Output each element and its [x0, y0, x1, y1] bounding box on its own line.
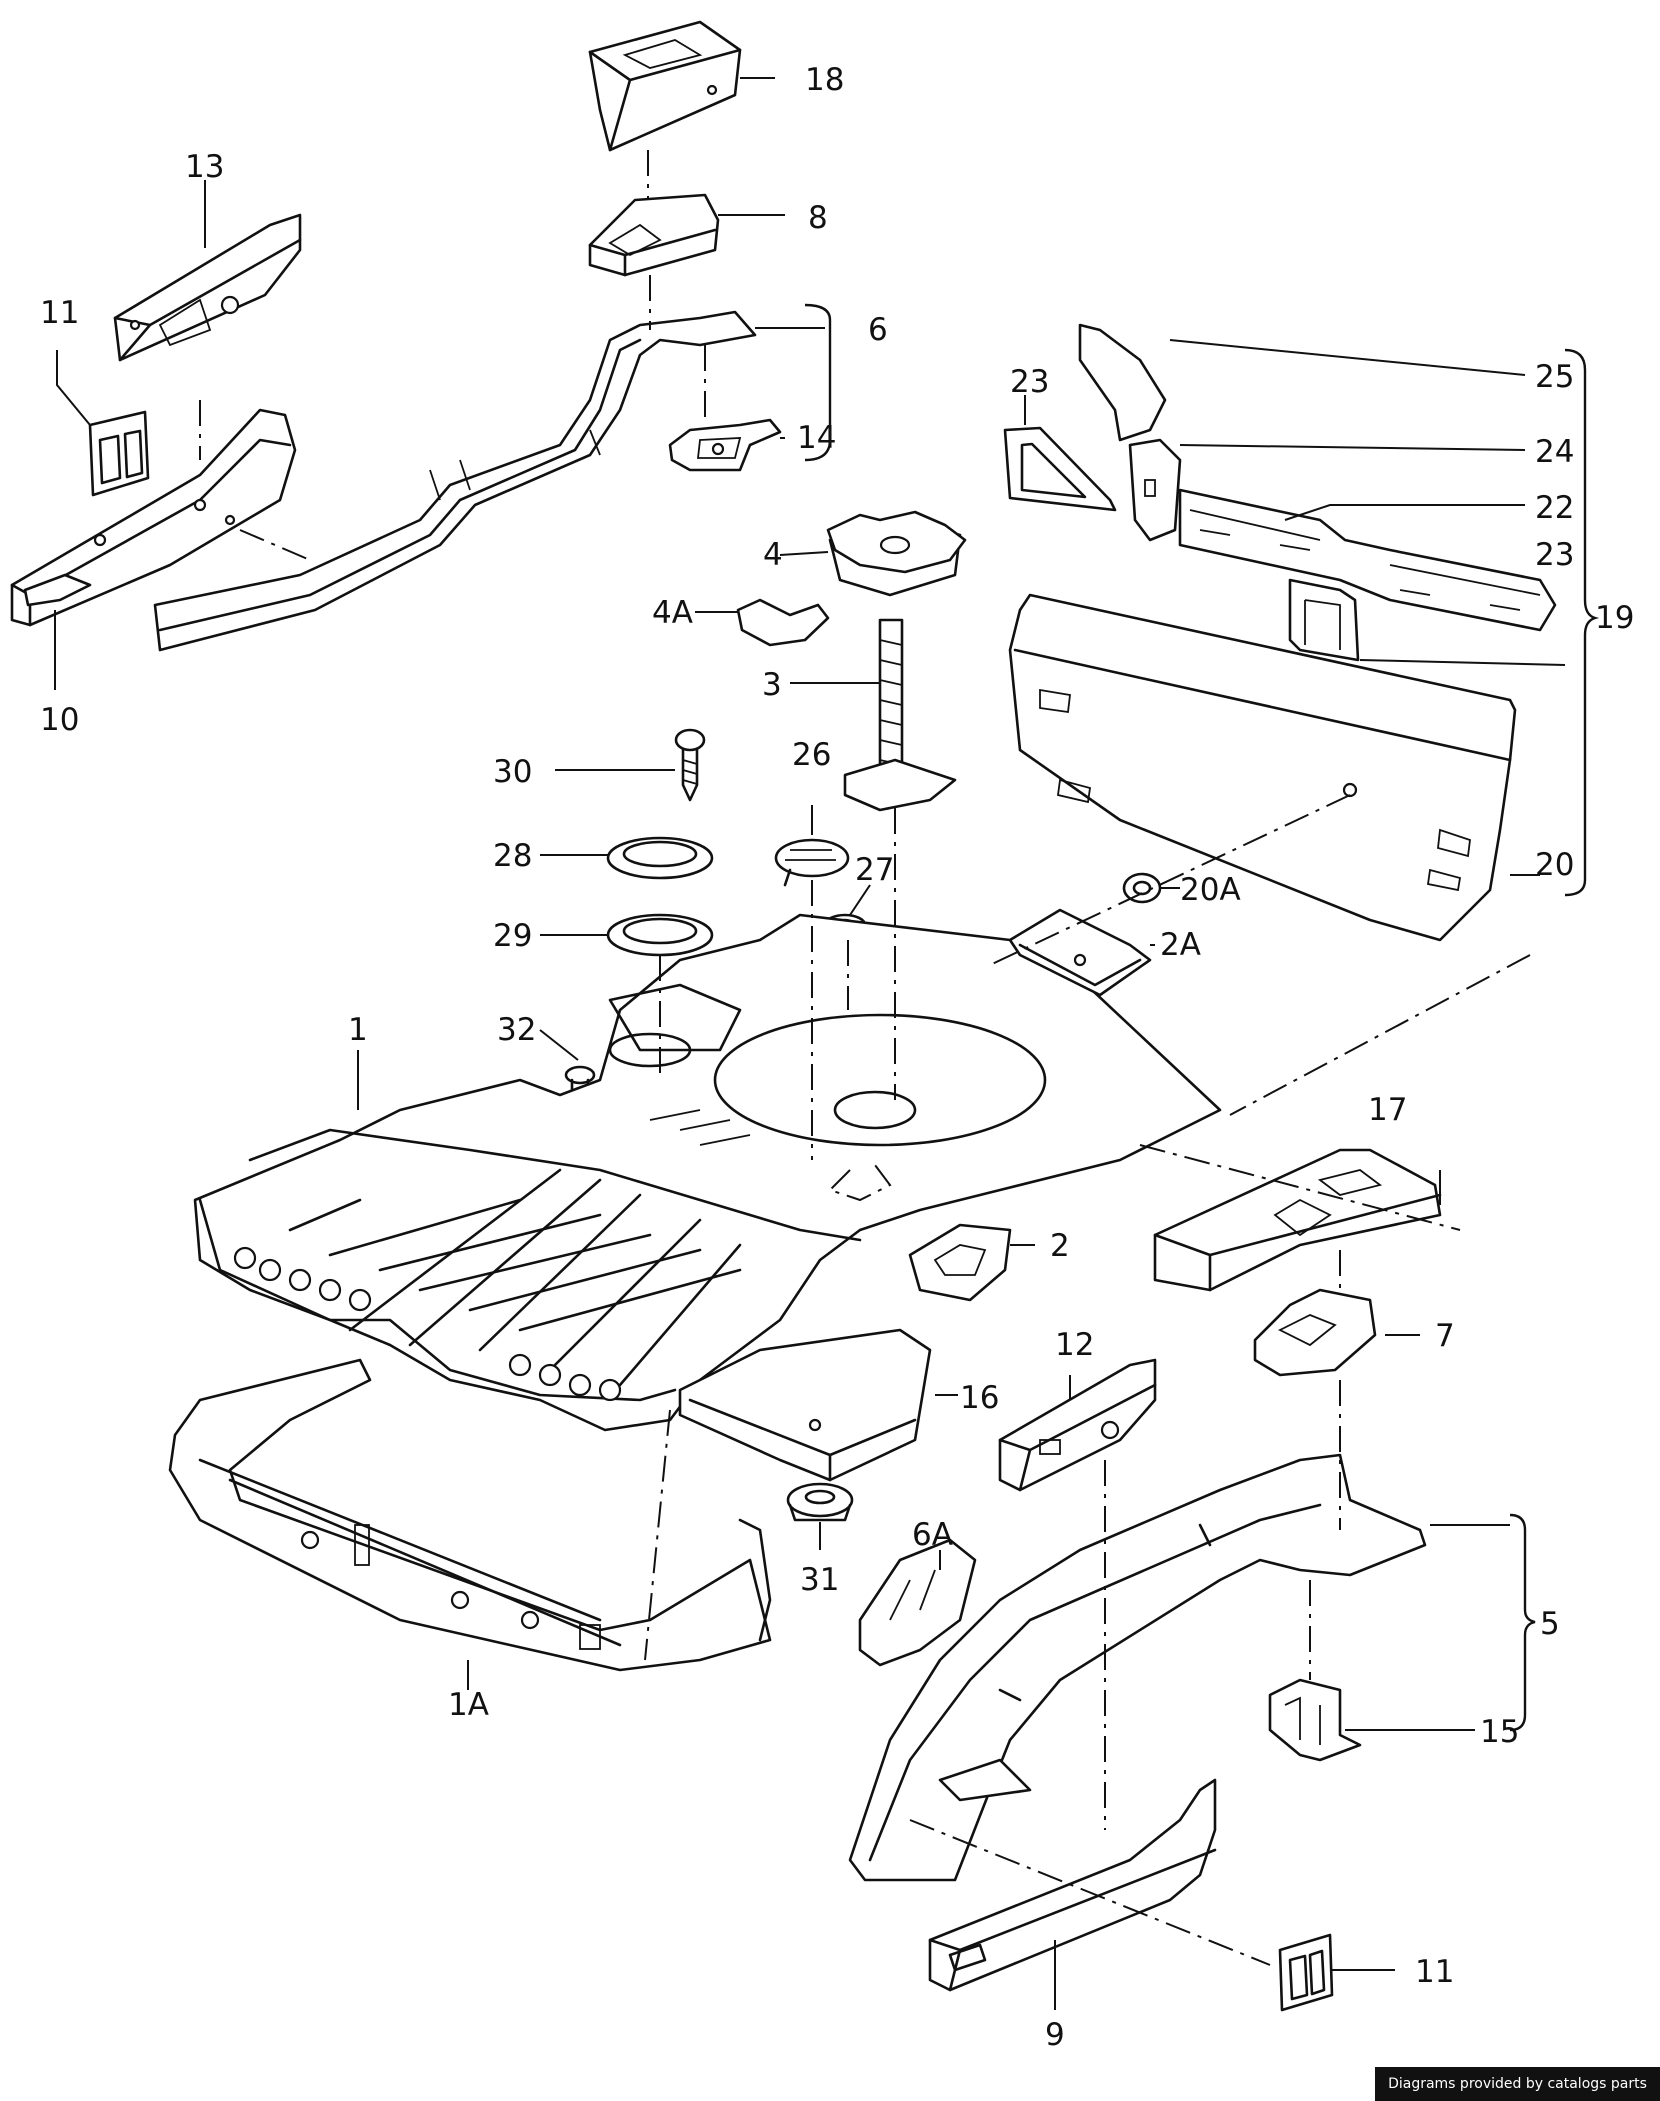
part-4-hold-down — [826, 510, 967, 597]
label-2A: 2A — [1160, 927, 1201, 963]
braces — [804, 303, 1600, 1732]
label-28: 28 — [493, 838, 532, 874]
part-13-bracket — [113, 213, 302, 362]
part-10-side-rail — [10, 408, 297, 627]
label-27: 27 — [855, 852, 894, 888]
part-22-reinforcement — [1178, 488, 1557, 632]
part-17-bracket — [1153, 1148, 1442, 1292]
label-8: 8 — [808, 200, 828, 236]
label-18: 18 — [805, 62, 844, 98]
part-29-ring — [606, 913, 714, 957]
label-32: 32 — [497, 1012, 536, 1048]
label-10: 10 — [40, 702, 79, 738]
part-14-clip — [668, 418, 782, 472]
label-24: 24 — [1535, 434, 1574, 470]
part-26-cap — [774, 838, 850, 887]
part-7-bracket — [1253, 1288, 1377, 1377]
part-4A-wing-nut — [736, 598, 830, 647]
part-20-rear-panel — [1008, 593, 1517, 942]
part-25-pillar — [1078, 323, 1167, 442]
label-2: 2 — [1050, 1228, 1070, 1264]
label-9: 9 — [1045, 2017, 1065, 2053]
part-31-grommet — [786, 1482, 854, 1522]
label-20: 20 — [1535, 847, 1574, 883]
part-6A-bracket — [858, 1538, 977, 1667]
part-2A-bracket — [1008, 908, 1152, 997]
part-12-bracket — [998, 1358, 1157, 1492]
label-5: 5 — [1540, 1606, 1560, 1642]
label-11-upper: 11 — [40, 295, 79, 331]
part-8-bracket — [588, 193, 720, 277]
label-31: 31 — [800, 1562, 839, 1598]
footer-credit: Diagrams provided by catalogs parts — [1375, 2067, 1660, 2101]
part-20A-grommet — [1122, 872, 1162, 904]
label-17: 17 — [1368, 1092, 1407, 1128]
label-4: 4 — [763, 537, 783, 573]
label-15: 15 — [1480, 1714, 1519, 1750]
label-30: 30 — [493, 754, 532, 790]
label-22: 22 — [1535, 490, 1574, 526]
part-2-panel — [908, 1223, 1012, 1302]
label-26: 26 — [792, 737, 831, 773]
label-23-left: 23 — [1010, 364, 1049, 400]
label-29: 29 — [493, 918, 532, 954]
leader-lines — [54, 77, 1566, 2010]
label-6A: 6A — [912, 1517, 953, 1553]
part-28-ring — [606, 836, 714, 880]
label-12: 12 — [1055, 1327, 1094, 1363]
label-3: 3 — [762, 667, 782, 703]
alignment-lines — [199, 150, 1531, 1966]
label-25: 25 — [1535, 359, 1574, 395]
label-4A: 4A — [652, 595, 693, 631]
part-18-bracket — [588, 20, 742, 152]
label-23-right: 23 — [1535, 537, 1574, 573]
label-13: 13 — [185, 149, 224, 185]
part-16-cover — [678, 1328, 932, 1482]
label-20A: 20A — [1180, 872, 1241, 908]
part-15-bracket — [1268, 1678, 1362, 1762]
label-16: 16 — [960, 1380, 999, 1416]
part-24-bracket — [1128, 438, 1182, 542]
label-7: 7 — [1435, 1318, 1455, 1354]
part-11-plate-upper — [88, 410, 150, 497]
label-1: 1 — [348, 1012, 368, 1048]
part-23-gusset-left — [1003, 426, 1117, 512]
part-5-right-rail — [848, 1453, 1427, 1882]
part-3-threaded-rod — [843, 618, 957, 812]
part-30-screw — [674, 728, 706, 802]
part-23-brace-right — [1288, 578, 1360, 662]
part-1A-cross-member — [168, 1358, 772, 1672]
label-6: 6 — [868, 312, 888, 348]
label-14: 14 — [797, 420, 836, 456]
label-11-lower: 11 — [1415, 1954, 1454, 1990]
part-6-long-rail — [153, 310, 757, 652]
part-1-floor-pan — [193, 913, 1222, 1432]
label-1A: 1A — [448, 1687, 489, 1723]
label-19: 19 — [1595, 600, 1634, 636]
part-labels: 18 8 6 14 13 11 10 4 4A 3 30 26 27 28 29… — [40, 62, 1634, 2053]
part-11-plate-lower — [1278, 1933, 1334, 2012]
